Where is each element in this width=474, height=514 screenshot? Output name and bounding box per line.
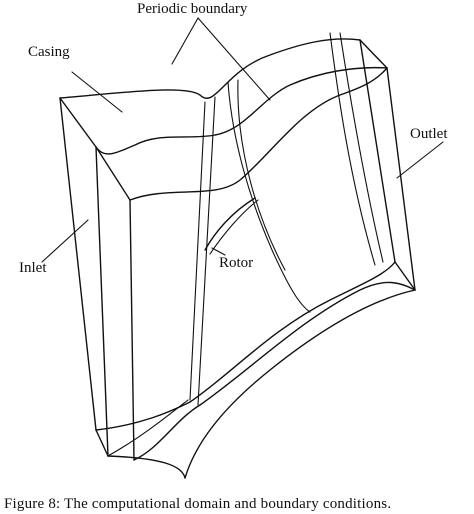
hub-face: [95, 261, 416, 479]
leader-casing: [71, 71, 123, 113]
outlet-label: Outlet: [410, 126, 448, 142]
leader-periodic-right: [197, 17, 271, 101]
figure-caption: Figure 8: The computational domain and b…: [4, 496, 392, 512]
leader-outlet: [396, 141, 444, 179]
leader-rotor: [211, 247, 226, 256]
leader-periodic-left: [171, 17, 199, 65]
outlet-face: [329, 32, 416, 291]
inlet-label: Inlet: [19, 260, 47, 276]
periodic-boundary-label: Periodic boundary: [137, 1, 248, 17]
leader-lines: [41, 17, 444, 263]
leader-inlet: [41, 219, 89, 263]
rotor-label: Rotor: [219, 255, 253, 271]
rotor-blade: [204, 197, 259, 255]
inlet-face: [59, 97, 186, 479]
casing-face: [59, 38, 388, 201]
casing-label: Casing: [28, 44, 70, 60]
periodic-boundary-surface: [189, 79, 311, 406]
